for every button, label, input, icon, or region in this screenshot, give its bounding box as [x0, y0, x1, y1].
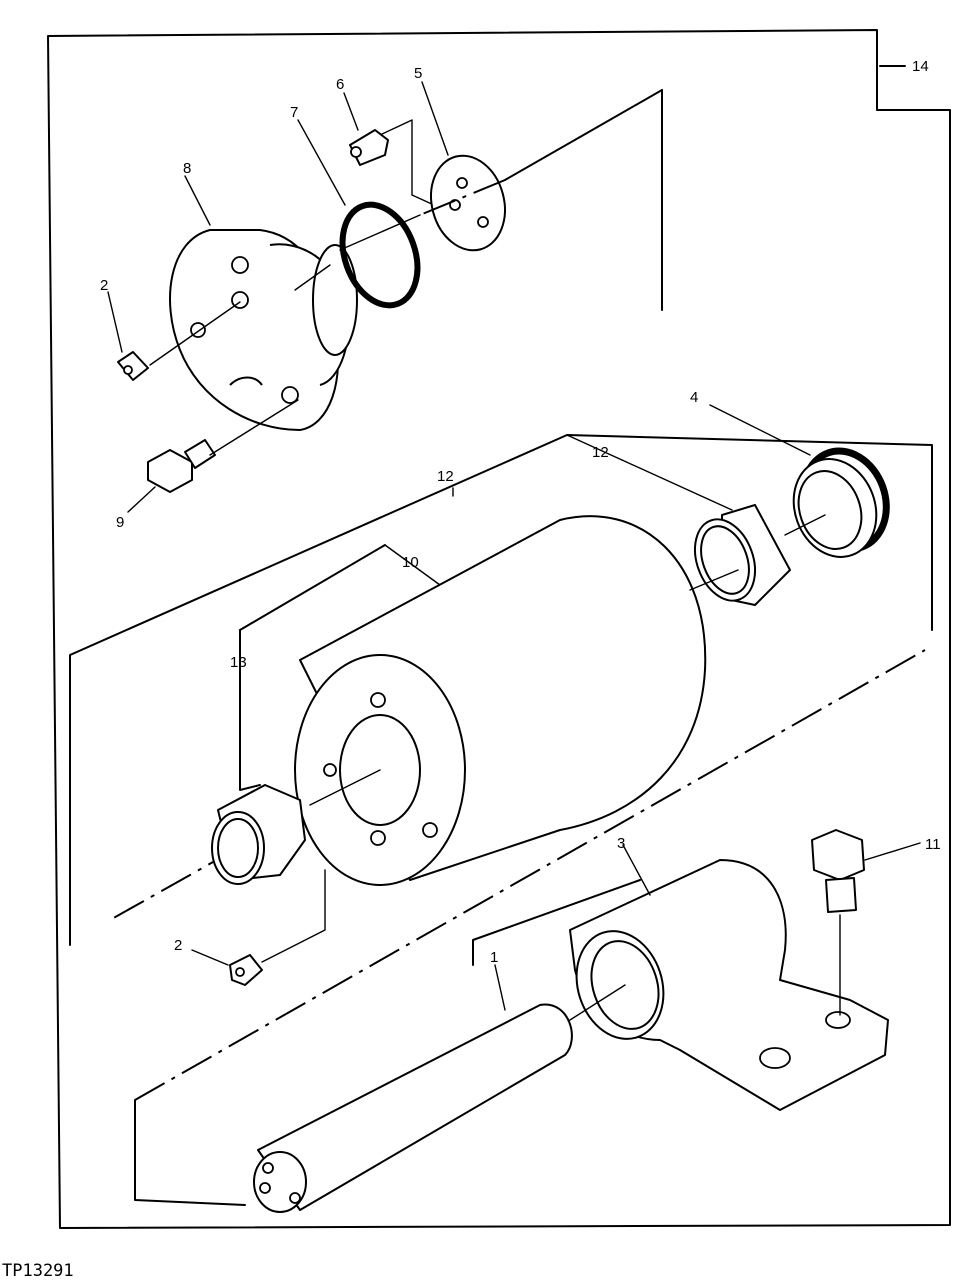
callout-1: 1: [490, 949, 498, 966]
part-5-plate: [430, 154, 506, 252]
callout-4: 4: [690, 389, 698, 406]
bracket-11: [239, 629, 261, 791]
axis-mid-1: [784, 514, 826, 536]
callout-10: 11: [925, 836, 941, 853]
figure-code: TP13291: [2, 1261, 74, 1281]
part-9-bolt: [147, 439, 216, 493]
leader-8: [184, 175, 211, 226]
callout-9: 9: [116, 514, 124, 531]
part-7-o-ring: [339, 201, 421, 309]
leader-11: [384, 544, 441, 586]
axis-upper-left: [294, 264, 331, 291]
callout-6: 6: [336, 76, 344, 93]
callout-8: 8: [183, 160, 191, 177]
axis-mid-3: [309, 769, 381, 806]
axis-screw-2: [149, 301, 241, 366]
axis-upper-right: [419, 179, 506, 216]
axis-shaft: [569, 984, 626, 1021]
bracket-lower: [134, 1099, 246, 1206]
leader-7: [297, 119, 346, 206]
leader-5: [421, 81, 449, 156]
callout-12-left: 13: [230, 654, 247, 671]
bracket-3: [472, 879, 641, 966]
callout-2-upper: 2: [100, 277, 108, 294]
upper-bracket-diagonal: [504, 89, 663, 181]
callout-2-lower: 2: [174, 937, 182, 954]
leader-4: [709, 404, 811, 456]
callout-12-right: 12: [592, 444, 609, 461]
part-4-seal: [792, 447, 890, 558]
callout-3: 3: [617, 835, 625, 852]
bracket-11-top: [239, 544, 386, 631]
bracket-13-to-12: [566, 434, 623, 461]
leader-1: [494, 964, 506, 1011]
leader-6: [343, 92, 359, 131]
callout-11: 10: [402, 554, 419, 571]
part-1-shaft: [253, 1003, 573, 1213]
part-8-cover: [169, 229, 358, 431]
part-3-bearing-block: [569, 859, 889, 1111]
axis-bolt-9: [209, 399, 299, 456]
part-10-cap-screw: [811, 829, 865, 913]
axis-mid-2: [689, 569, 739, 591]
callout-13: 12: [437, 468, 454, 485]
leader-2-lower: [191, 949, 229, 966]
leader-10: [864, 842, 921, 861]
callout-5: 5: [414, 65, 422, 82]
leader-9: [127, 486, 156, 513]
axis-lower-long: [134, 649, 926, 1101]
leader-3: [622, 844, 651, 896]
leader-12-right: [621, 459, 733, 511]
callout-14: 14: [912, 58, 929, 75]
callout-7: 7: [290, 104, 298, 121]
part-2-set-screw-lower: [229, 954, 263, 986]
axis-screw-2-lower: [261, 869, 326, 963]
axis-upper-mid: [339, 214, 421, 251]
part-2-set-screw-upper: [117, 351, 149, 381]
bracket-6-5: [379, 119, 446, 211]
part-11-housing: [294, 515, 707, 886]
part-12-bushing-right: [694, 504, 791, 606]
part-12-bushing-left: [211, 784, 306, 885]
assembly-frame-14: [47, 29, 951, 1229]
part-6-plug: [349, 129, 389, 166]
leader-2-upper: [107, 291, 123, 353]
